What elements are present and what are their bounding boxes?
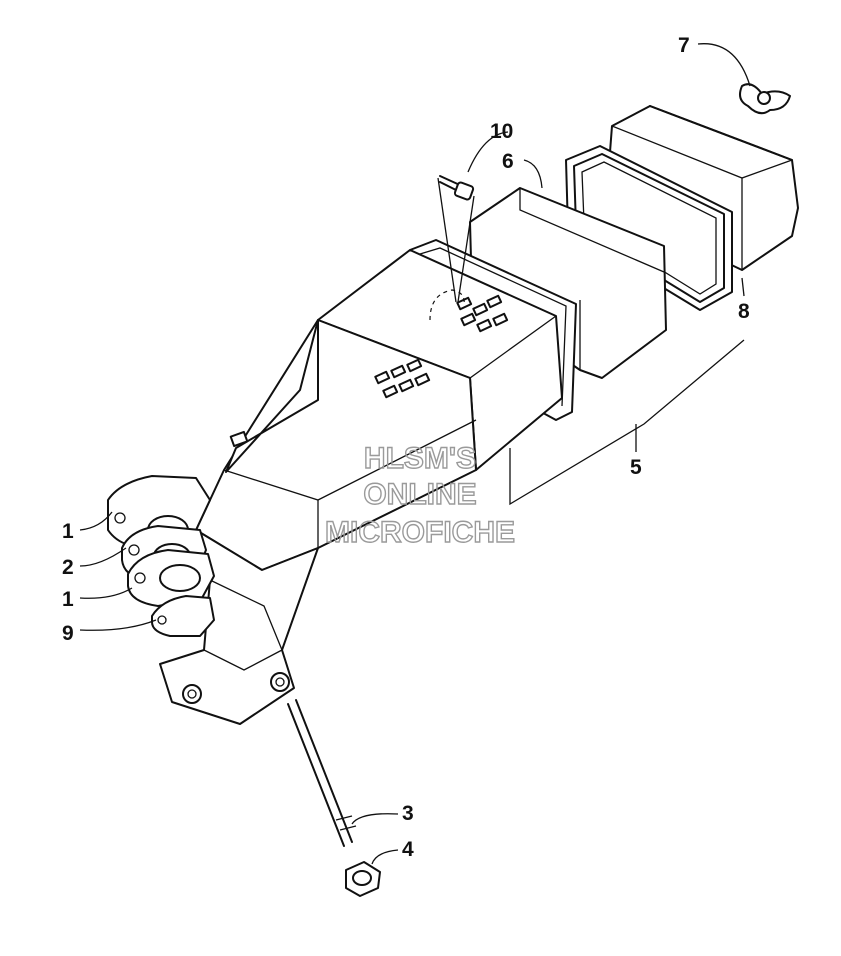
callout-1-upper: 1 [62, 520, 74, 543]
callout-10: 10 [490, 120, 513, 143]
callout-8: 8 [738, 300, 750, 323]
callout-1-lower: 1 [62, 588, 74, 611]
part-7-wing-nut [739, 83, 791, 115]
part-1-gasket-lower [127, 549, 215, 607]
part-4-nut [345, 861, 381, 897]
watermark: HLSM'S ONLINE MICROFICHE [324, 441, 515, 549]
vent-slots-lower [374, 358, 431, 399]
part-3-stud [287, 699, 357, 847]
callout-labels: 10 6 7 8 5 1 2 1 9 3 4 [62, 34, 750, 861]
part-8-rear-box [565, 105, 799, 311]
watermark-line-1: HLSM'S [364, 442, 476, 475]
vent-slots-upper [456, 294, 509, 333]
callout-2: 2 [62, 556, 74, 579]
watermark-line-2: ONLINE [363, 478, 476, 511]
callout-3: 3 [402, 802, 414, 825]
leader-lines [79, 43, 751, 865]
callout-7: 7 [678, 34, 690, 57]
watermark-line-3: MICROFICHE [325, 516, 515, 549]
part-9-gasket [151, 595, 215, 637]
callout-4: 4 [402, 838, 414, 861]
callout-6: 6 [502, 150, 514, 173]
part-5-muffler-body [195, 239, 577, 571]
callout-9: 9 [62, 622, 74, 645]
callout-5: 5 [630, 456, 642, 479]
part-10-bolt [437, 175, 475, 303]
